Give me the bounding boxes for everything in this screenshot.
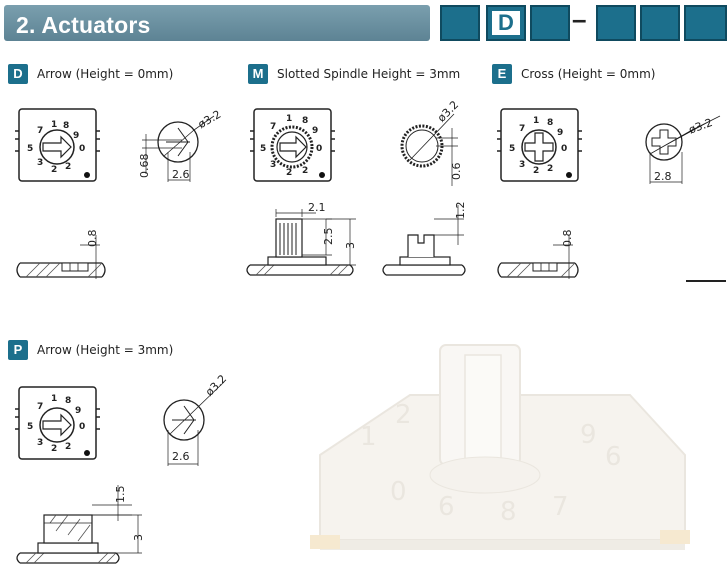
svg-text:2: 2 bbox=[51, 444, 57, 454]
section-m-badge: M bbox=[248, 64, 268, 84]
e-side-text: 0.8 bbox=[561, 230, 574, 248]
d-w-text: 2.6 bbox=[172, 168, 190, 181]
m-side-profile: 2.1 2.5 3 bbox=[246, 201, 357, 276]
p-w-text: 2.6 bbox=[172, 450, 190, 463]
svg-text:5: 5 bbox=[27, 422, 33, 432]
svg-text:1: 1 bbox=[360, 422, 377, 452]
section-e-text: Cross (Height = 0mm) bbox=[521, 67, 656, 81]
e-w-text: 2.8 bbox=[654, 170, 672, 183]
code-box-1 bbox=[440, 5, 480, 41]
svg-text:2: 2 bbox=[286, 168, 292, 178]
code-box-4 bbox=[596, 5, 636, 41]
d-side-text: 0.8 bbox=[86, 230, 99, 248]
p-side-profile: 1.5 3 bbox=[16, 485, 145, 564]
section-p-text: Arrow (Height = 3mm) bbox=[37, 343, 174, 357]
m-dial-front-view: 1 7 8 9 0 5 3 2 2 bbox=[250, 108, 335, 182]
d-side-profile: 0.8 bbox=[16, 230, 106, 279]
svg-text:2: 2 bbox=[547, 164, 553, 174]
svg-text:2: 2 bbox=[302, 166, 308, 176]
p-actuator-top-dims: ø3.2 2.6 bbox=[163, 372, 229, 466]
d-h-text: 0.68 bbox=[138, 154, 151, 179]
svg-text:7: 7 bbox=[37, 402, 43, 412]
e-side-profile: 0.8 bbox=[497, 230, 579, 279]
svg-text:2: 2 bbox=[51, 165, 57, 175]
svg-text:2: 2 bbox=[395, 400, 412, 430]
m-slot-section: 1.2 bbox=[382, 202, 467, 276]
svg-text:8: 8 bbox=[65, 396, 71, 406]
svg-text:0: 0 bbox=[79, 422, 85, 432]
svg-text:7: 7 bbox=[37, 126, 43, 136]
svg-text:6: 6 bbox=[605, 442, 622, 472]
svg-text:1: 1 bbox=[286, 114, 292, 124]
svg-text:7: 7 bbox=[270, 122, 276, 132]
m-h-text: 0.6 bbox=[450, 163, 463, 181]
m-slot-text: 1.2 bbox=[454, 202, 467, 220]
svg-text:8: 8 bbox=[302, 116, 308, 126]
svg-text:3: 3 bbox=[37, 438, 43, 448]
section-d-badge: D bbox=[8, 64, 28, 84]
e-edge-line bbox=[686, 280, 726, 282]
m-actuator-top-dims: ø3.2 0.6 bbox=[400, 98, 463, 186]
code-box-6 bbox=[684, 5, 727, 41]
section-d-text: Arrow (Height = 0mm) bbox=[37, 67, 174, 81]
code-dash: – bbox=[572, 4, 587, 34]
product-photo-faded: 1 2 9 6 0 6 8 7 bbox=[310, 344, 690, 550]
svg-text:8: 8 bbox=[500, 497, 517, 527]
svg-text:6: 6 bbox=[438, 492, 455, 522]
svg-text:3: 3 bbox=[37, 158, 43, 168]
code-box-actuator: D bbox=[486, 5, 526, 41]
svg-text:8: 8 bbox=[63, 121, 69, 131]
code-box-5 bbox=[640, 5, 680, 41]
m-tall-text: 3 bbox=[344, 242, 357, 249]
section-p-label: P Arrow (Height = 3mm) bbox=[8, 340, 173, 360]
svg-text:0: 0 bbox=[561, 144, 567, 154]
m-mid-text: 2.5 bbox=[322, 228, 335, 246]
svg-text:1: 1 bbox=[51, 120, 57, 130]
svg-text:3: 3 bbox=[519, 160, 525, 170]
section-e-label: E Cross (Height = 0mm) bbox=[492, 64, 655, 84]
svg-text:8: 8 bbox=[547, 118, 553, 128]
e-dia-text: ø3.2 bbox=[687, 116, 714, 137]
svg-text:9: 9 bbox=[312, 126, 318, 136]
e-actuator-top-dims: ø3.2 2.8 bbox=[645, 115, 721, 184]
svg-text:0: 0 bbox=[390, 477, 407, 507]
svg-text:3: 3 bbox=[270, 160, 276, 170]
svg-text:9: 9 bbox=[580, 420, 597, 450]
section-e-badge: E bbox=[492, 64, 512, 84]
svg-text:7: 7 bbox=[519, 124, 525, 134]
section-m-label: M Slotted Spindle Height = 3mm bbox=[248, 64, 460, 84]
p-dial-front-view: 1 7 8 9 0 5 3 2 2 bbox=[15, 386, 100, 460]
p-top-text: 1.5 bbox=[114, 486, 127, 504]
svg-text:2: 2 bbox=[65, 162, 71, 172]
section-header-bar: 2. Actuators bbox=[4, 5, 430, 41]
svg-text:5: 5 bbox=[509, 144, 515, 154]
section-m-text: Slotted Spindle Height = 3mm bbox=[277, 67, 461, 81]
svg-text:9: 9 bbox=[557, 128, 563, 138]
svg-text:5: 5 bbox=[260, 144, 266, 154]
code-box-letter: D bbox=[492, 11, 520, 35]
section-title: 2. Actuators bbox=[16, 12, 151, 38]
svg-text:2: 2 bbox=[65, 442, 71, 452]
section-p-badge: P bbox=[8, 340, 28, 360]
svg-text:0: 0 bbox=[79, 144, 85, 154]
p-tall-text: 3 bbox=[132, 534, 145, 541]
svg-text:9: 9 bbox=[73, 131, 79, 141]
d-dia-text: ø3.2 bbox=[196, 108, 223, 131]
svg-text:0: 0 bbox=[316, 144, 322, 154]
d-actuator-top-dims: ø3.2 0.68 2.6 bbox=[138, 108, 223, 182]
svg-text:9: 9 bbox=[75, 406, 81, 416]
section-d-label: D Arrow (Height = 0mm) bbox=[8, 64, 173, 84]
e-dial-front-view: 1 7 8 9 0 5 3 2 2 bbox=[497, 108, 582, 182]
svg-text:1: 1 bbox=[533, 116, 539, 126]
svg-text:7: 7 bbox=[552, 492, 569, 522]
svg-text:5: 5 bbox=[27, 144, 33, 154]
svg-text:1: 1 bbox=[51, 394, 57, 404]
svg-text:2: 2 bbox=[533, 166, 539, 176]
d-dial-front-view: 1 7 8 9 0 5 3 2 2 bbox=[15, 108, 100, 182]
code-box-3 bbox=[530, 5, 570, 41]
m-top-text: 2.1 bbox=[308, 201, 326, 214]
p-dia-text: ø3.2 bbox=[203, 372, 229, 398]
